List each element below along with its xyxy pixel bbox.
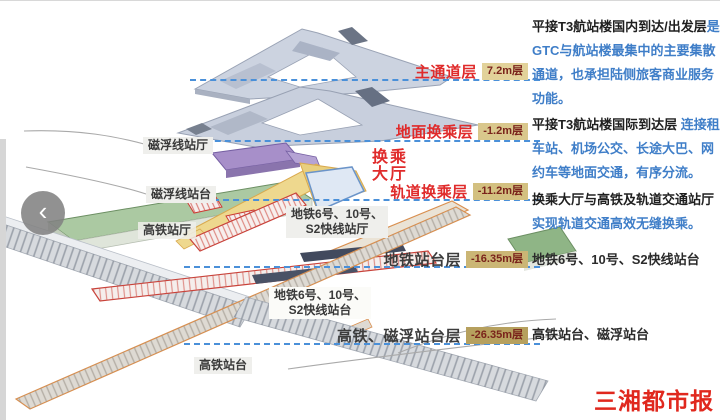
label-text: 大厅 bbox=[372, 166, 409, 183]
level-line-ground-transfer bbox=[145, 140, 540, 142]
label-text: 换乘 bbox=[372, 149, 409, 166]
label-text: 磁浮线站台 bbox=[151, 187, 212, 201]
level-line-hsr-platform bbox=[184, 343, 540, 345]
label-text: 高铁站台 bbox=[199, 358, 248, 372]
label-maglev-hall: 磁浮线站厅 bbox=[143, 137, 214, 154]
layer-name: 地铁站台层 bbox=[383, 252, 462, 269]
elevation-badge: -16.35m层 bbox=[466, 251, 528, 268]
left-edge-strip bbox=[0, 139, 6, 420]
label-metro-platform: 地铁6号、10号、 S2快线站台 bbox=[269, 287, 372, 319]
label-hsr-hall: 高铁站厅 bbox=[138, 222, 197, 239]
label-text: S2快线站台 bbox=[288, 303, 352, 317]
annotation-text: 高铁站台、磁浮站台 bbox=[532, 327, 650, 342]
annotation-heading: 换乘大厅与高铁及轨道交通站厅 bbox=[532, 192, 715, 207]
elevation-badge: -11.2m层 bbox=[472, 183, 528, 200]
elevation-badge: -1.2m层 bbox=[478, 123, 528, 140]
annotation-body: 是GTC与航站楼最集中的主要集散通道，也承担陆侧旅客商业服务功能。 bbox=[532, 19, 720, 106]
elevation-badge: -26.35m层 bbox=[466, 327, 528, 344]
layer-name: 高铁、磁浮站台层 bbox=[337, 328, 462, 345]
layer-name: 轨道换乘层 bbox=[390, 184, 468, 201]
label-hsr-platform: 高铁站台 bbox=[194, 357, 253, 374]
logo-text: 三湘都市报 bbox=[594, 388, 714, 414]
layer-row-metro-platform: 地铁站台层 -16.35m层 bbox=[383, 249, 528, 270]
annotation-text: 地铁6号、10号、S2快线站台 bbox=[532, 252, 700, 267]
rail-tracks-lower bbox=[233, 296, 549, 402]
sanxiang-metropolis-daily-logo: 三湘都市报 bbox=[594, 382, 714, 416]
label-metro-hall: 地铁6号、10号、 S2快线站厅 bbox=[286, 206, 389, 238]
label-text: 地铁6号、10号、 bbox=[291, 207, 384, 221]
annotation-rail-transfer: 换乘大厅与高铁及轨道交通站厅实现轨道交通高效无缝换乘。 bbox=[532, 188, 720, 236]
annotation-main-corridor: 平接T3航站楼国内到达/出发层是GTC与航站楼最集中的主要集散通道，也承担陆侧旅… bbox=[532, 15, 720, 111]
annotation-ground-transfer: 平接T3航站楼国际到达层 连接租车站、机场公交、长途大巴、网约车等地面交通，有序… bbox=[532, 113, 720, 185]
label-text: S2快线站厅 bbox=[305, 222, 369, 236]
label-text: 地铁6号、10号、 bbox=[274, 288, 367, 302]
label-text: 高铁站厅 bbox=[143, 223, 192, 237]
annotation-metro-platform: 地铁6号、10号、S2快线站台 bbox=[532, 248, 720, 272]
elevation-badge: 7.2m层 bbox=[481, 63, 528, 80]
level-line-main-corridor bbox=[190, 79, 540, 81]
rail-transfer-band bbox=[189, 192, 307, 252]
chevron-left-icon: ‹ bbox=[38, 196, 48, 226]
annotation-hsr-platform: 高铁站台、磁浮站台 bbox=[532, 323, 720, 347]
label-transfer-hall: 换乘 大厅 bbox=[372, 149, 408, 183]
level-line-rail-transfer bbox=[213, 199, 540, 201]
layer-row-main-corridor: 主通道层 7.2m层 bbox=[415, 61, 528, 82]
label-maglev-platform: 磁浮线站台 bbox=[146, 186, 217, 203]
layer-name: 主通道层 bbox=[414, 64, 477, 81]
layer-row-ground-transfer: 地面换乘层 -1.2m层 bbox=[396, 121, 528, 142]
ground-transfer-slab bbox=[176, 86, 479, 148]
label-text: 磁浮线站厅 bbox=[148, 138, 209, 152]
prev-image-button[interactable]: ‹ bbox=[21, 191, 65, 235]
annotation-body: 实现轨道交通高效无缝换乘。 bbox=[532, 216, 702, 231]
main-corridor-slab bbox=[193, 27, 454, 104]
layer-row-rail-transfer: 轨道换乘层 -11.2m层 bbox=[390, 181, 528, 202]
annotation-heading: 平接T3航站楼国际到达层 bbox=[532, 117, 681, 132]
level-line-metro-platform bbox=[184, 266, 540, 268]
maglev-hall-box bbox=[211, 142, 321, 178]
annotation-heading: 平接T3航站楼国内到达/出发层 bbox=[532, 19, 707, 34]
layer-row-hsr-platform: 高铁、磁浮站台层 -26.35m层 bbox=[337, 325, 528, 346]
layer-name: 地面换乘层 bbox=[395, 124, 474, 141]
annotation-body: 连接租车站、机场公交、长途大巴、网约车等地面交通，有序分流。 bbox=[532, 117, 720, 180]
